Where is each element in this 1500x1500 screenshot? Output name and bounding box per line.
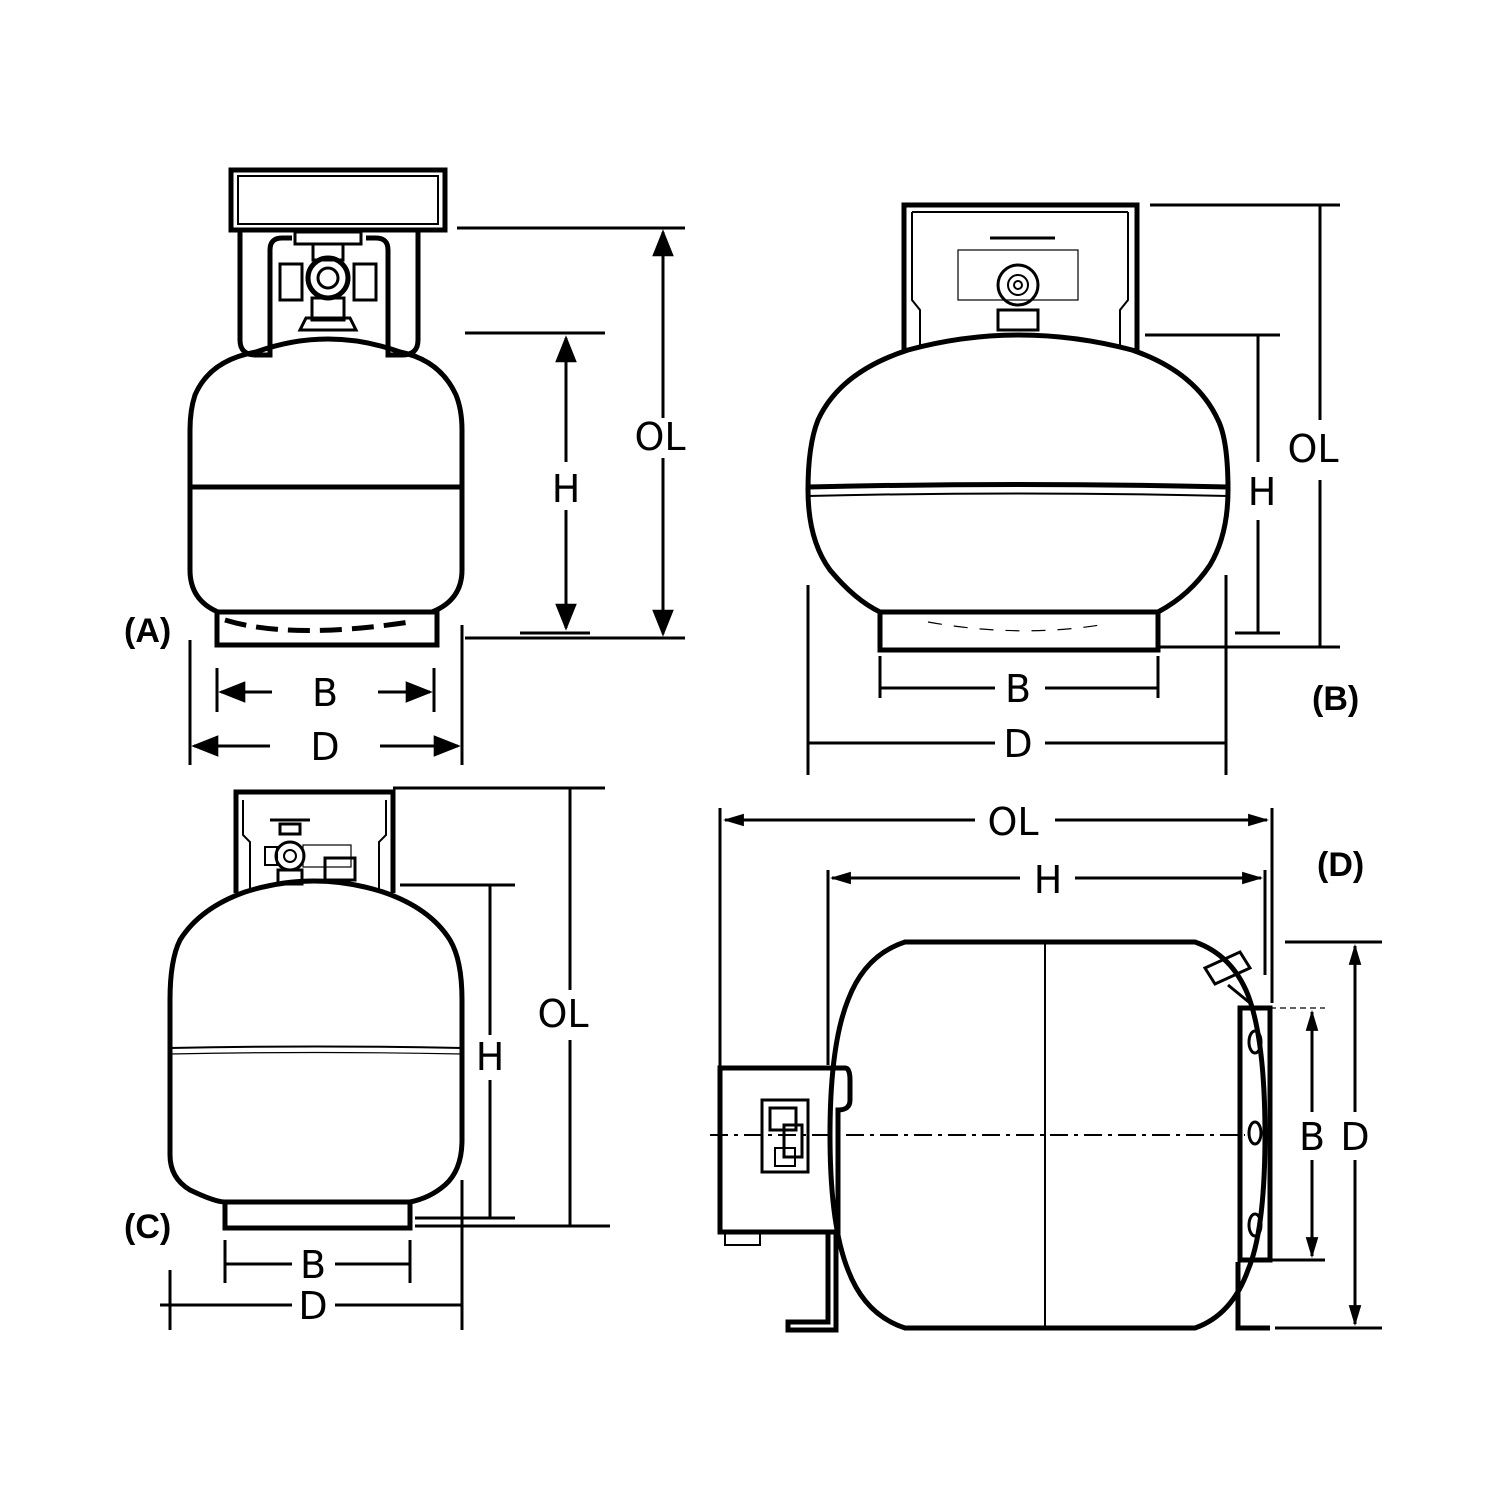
view-c: OL H B D (C) [124,786,610,1330]
view-c-d-dimension: D [160,1180,464,1330]
view-a-d-label: D [310,725,339,769]
view-c-h-label: H [476,1035,505,1079]
view-a-b-dimension: B [215,668,436,715]
view-a-h-label: H [552,467,581,511]
view-b-h-dimension: H [1145,333,1280,635]
view-d-b-dimension: B [1270,1007,1325,1262]
view-c-h-dimension: H [400,883,515,1220]
view-c-cylinder [167,789,465,1231]
view-a: OL H B D (A) [124,167,686,769]
view-c-b-dimension: B [223,1240,412,1287]
view-c-ol-label: OL [537,992,588,1036]
view-d-ol-label: OL [987,800,1038,844]
view-d-d-label: D [1340,1115,1369,1159]
view-d-relief-valve [1202,950,1253,1005]
view-b-caption: (B) [1312,680,1359,718]
view-b-valve [996,263,1040,332]
view-b: OL H B D (B) [805,202,1359,775]
view-d-h-dimension: H [826,858,1267,1065]
view-c-b-label: B [300,1243,326,1287]
view-b-h-label: H [1248,470,1277,514]
view-d-valve [760,1098,810,1174]
view-c-ol-dimension: OL [393,786,610,1228]
view-b-cylinder [805,202,1231,653]
view-b-b-dimension: B [878,656,1160,711]
view-a-valve [278,230,378,332]
view-c-d-label: D [298,1284,327,1328]
view-a-h-dimension: H [465,331,605,635]
view-d-d-dimension: D [1275,940,1382,1330]
view-a-b-label: B [312,671,338,715]
view-d: OL H B D (D) [710,800,1382,1333]
view-a-d-dimension: D [188,625,464,769]
view-a-cylinder [187,167,465,648]
view-d-foot-ring-holes [1247,1029,1263,1238]
view-b-ol-dimension: OL [1150,203,1340,649]
view-d-b-label: B [1299,1115,1325,1159]
view-d-cylinder [710,939,1273,1333]
view-c-valve [264,818,357,886]
view-b-b-label: B [1005,667,1031,711]
view-a-ol-dimension: OL [457,226,686,640]
view-c-caption: (C) [124,1208,171,1246]
view-d-h-label: H [1034,858,1063,902]
view-b-ol-label: OL [1287,427,1338,471]
view-b-d-label: D [1003,722,1032,766]
view-b-d-dimension: D [806,575,1228,775]
view-a-caption: (A) [124,612,171,650]
view-a-ol-label: OL [634,415,685,459]
view-d-ol-dimension: OL [718,800,1274,1068]
view-d-caption: (D) [1317,846,1364,884]
